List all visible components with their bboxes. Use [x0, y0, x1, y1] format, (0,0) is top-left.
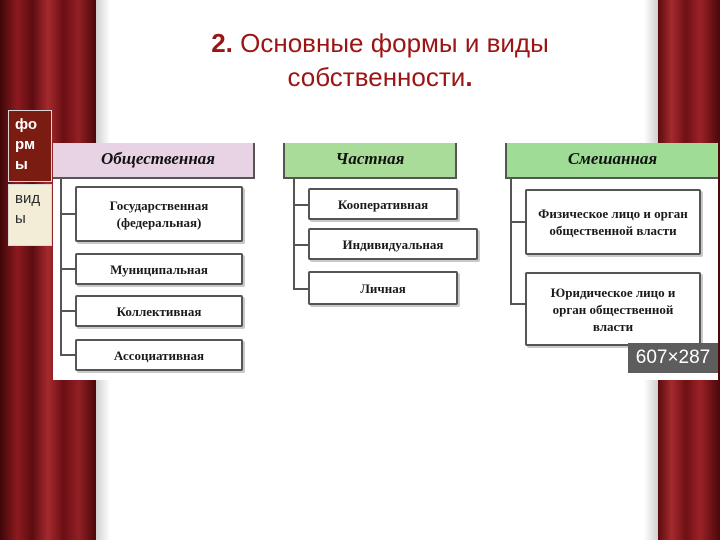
title-text: Основные формы и виды собственности [240, 28, 549, 92]
slide-title: 2. Основные формы и виды собственности. [150, 26, 610, 94]
type-item-individual-and-public-authority: Физическое лицо и орган общественной вла… [525, 189, 701, 255]
legend-forms: формы [8, 110, 52, 182]
type-item-cooperative: Кооперативная [308, 188, 458, 220]
type-item-associative: Ассоциативная [75, 339, 243, 371]
image-size-badge: 607×287 [628, 343, 718, 373]
category-mixed-header: Смешанная [505, 143, 718, 179]
category-private-header: Частная [283, 143, 457, 179]
type-item-personal: Личная [308, 271, 458, 305]
legend-types: виды [8, 184, 52, 246]
connector-line [510, 179, 512, 304]
connector-line [60, 268, 75, 270]
title-number: 2. [211, 28, 233, 58]
type-item-legal-entity-and-public-authority: Юридическое лицо и орган общественной вл… [525, 272, 701, 346]
connector-line [510, 303, 525, 305]
connector-line [293, 288, 308, 290]
connector-line [510, 221, 525, 223]
connector-line [60, 354, 75, 356]
title-period: . [465, 62, 473, 92]
connector-line [60, 179, 62, 355]
connector-line [60, 310, 75, 312]
type-item-state: Государственная (федеральная) [75, 186, 243, 242]
type-item-individual: Индивидуальная [308, 228, 478, 260]
connector-line [293, 179, 295, 289]
category-public-header: Общественная [53, 143, 255, 179]
connector-line [293, 204, 308, 206]
ownership-diagram: Общественная Государственная (федеральна… [53, 143, 718, 380]
connector-line [293, 244, 308, 246]
type-item-collective: Коллективная [75, 295, 243, 327]
type-item-municipal: Муниципальная [75, 253, 243, 285]
connector-line [60, 213, 75, 215]
